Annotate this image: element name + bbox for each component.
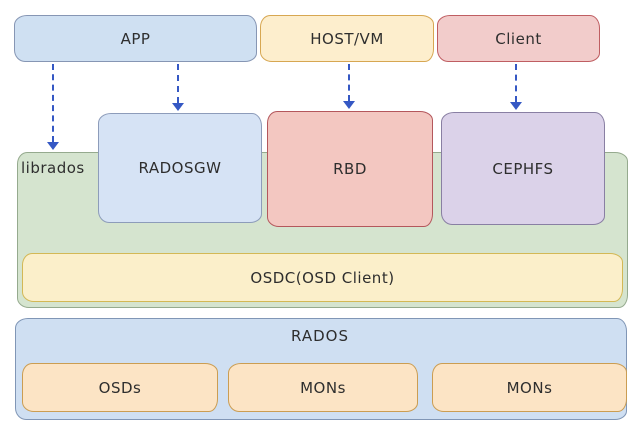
app-box: APP <box>14 15 257 62</box>
mons-label-2: MONs <box>506 378 553 397</box>
cephfs-label: CEPHFS <box>492 159 554 178</box>
arrow-hostvm-to-rbd <box>343 64 355 109</box>
rados-label: RADOS <box>291 327 349 345</box>
host-vm-box: HOST/VM <box>260 15 434 62</box>
cephfs-box: CEPHFS <box>441 112 605 225</box>
rbd-label: RBD <box>333 160 367 178</box>
rbd-box: RBD <box>267 111 433 227</box>
osds-box: OSDs <box>22 363 218 412</box>
arrow-client-to-cephfs <box>510 64 522 110</box>
host-vm-label: HOST/VM <box>310 29 384 48</box>
app-label: APP <box>120 29 151 48</box>
mons-box-1: MONs <box>228 363 418 412</box>
osds-label: OSDs <box>98 378 142 397</box>
arrow-app-to-radosgw <box>172 64 184 111</box>
arrow-app-to-librados <box>47 64 59 150</box>
mons-label-1: MONs <box>300 378 346 397</box>
client-box: Client <box>437 15 600 62</box>
client-label: Client <box>495 29 542 48</box>
mons-box-2: MONs <box>432 363 627 412</box>
osdc-box: OSDC(OSD Client) <box>22 253 623 302</box>
osdc-label: OSDC(OSD Client) <box>250 268 395 287</box>
radosgw-box: RADOSGW <box>98 113 262 223</box>
radosgw-label: RADOSGW <box>138 159 222 177</box>
librados-label: librados <box>21 159 85 177</box>
